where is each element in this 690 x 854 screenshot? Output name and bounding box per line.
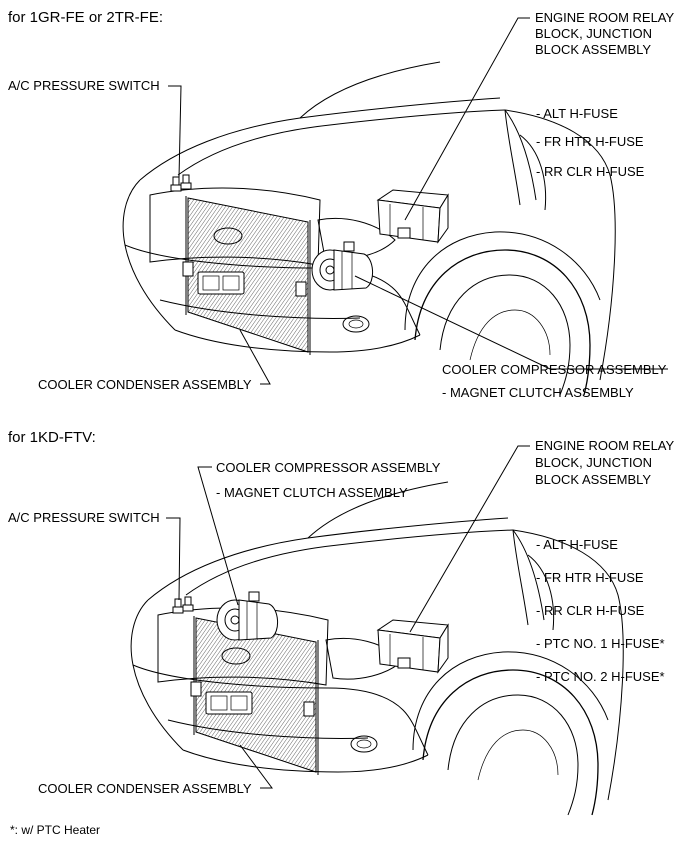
bottom-fuse-alt: - ALT H-FUSE (536, 537, 618, 552)
bottom-fuse-ptc-1: - PTC NO. 1 H-FUSE* (536, 636, 665, 651)
bottom-fuse-fr-htr: - FR HTR H-FUSE (536, 570, 644, 585)
top-pressure-switch-illustration (170, 176, 182, 192)
diagram-top: for 1GR-FE or 2TR-FE: A/C PRESSURE SWITC… (8, 9, 675, 400)
top-condenser-label: COOLER CONDENSER ASSEMBLY (38, 377, 252, 392)
bottom-condenser-label: COOLER CONDENSER ASSEMBLY (38, 781, 252, 796)
bottom-pressure-switch-label: A/C PRESSURE SWITCH (8, 510, 160, 525)
bottom-compressor-illustration (216, 591, 279, 641)
top-fuse-fr-htr: - FR HTR H-FUSE (536, 134, 644, 149)
top-header: for 1GR-FE or 2TR-FE: (8, 9, 163, 26)
top-relay-label-line-3: BLOCK ASSEMBLY (535, 42, 651, 57)
diagram-bottom: for 1KD-FTV: COOLER COMPRESSOR ASSEMBLY … (8, 429, 675, 837)
bottom-pressure-switch-line-illustration (182, 596, 194, 612)
bottom-fuse-ptc-2: - PTC NO. 2 H-FUSE* (536, 669, 665, 684)
top-clutch-label: - MAGNET CLUTCH ASSEMBLY (442, 385, 634, 400)
bottom-relay-label-line-3: BLOCK ASSEMBLY (535, 472, 651, 487)
top-relay-label-line-1: ENGINE ROOM RELAY (535, 10, 675, 25)
bottom-header: for 1KD-FTV: (8, 429, 96, 446)
top-pressure-switch-label: A/C PRESSURE SWITCH (8, 78, 160, 93)
bottom-clutch-label: - MAGNET CLUTCH ASSEMBLY (216, 485, 408, 500)
top-fuse-alt: - ALT H-FUSE (536, 106, 618, 121)
top-relay-label-line-2: BLOCK, JUNCTION (535, 26, 652, 41)
bottom-relay-label-line-2: BLOCK, JUNCTION (535, 455, 652, 470)
bottom-relay-label-line-1: ENGINE ROOM RELAY (535, 438, 675, 453)
footnote: *: w/ PTC Heater (10, 823, 100, 837)
top-fuse-rr-clr: - RR CLR H-FUSE (536, 164, 645, 179)
bottom-pressure-switch-illustration (172, 598, 184, 614)
top-compressor-illustration (311, 241, 374, 291)
top-relay-block-illustration (377, 189, 449, 243)
bottom-fuse-rr-clr: - RR CLR H-FUSE (536, 603, 645, 618)
top-pressure-switch-line-illustration (180, 174, 192, 190)
bottom-compressor-label: COOLER COMPRESSOR ASSEMBLY (216, 460, 441, 475)
